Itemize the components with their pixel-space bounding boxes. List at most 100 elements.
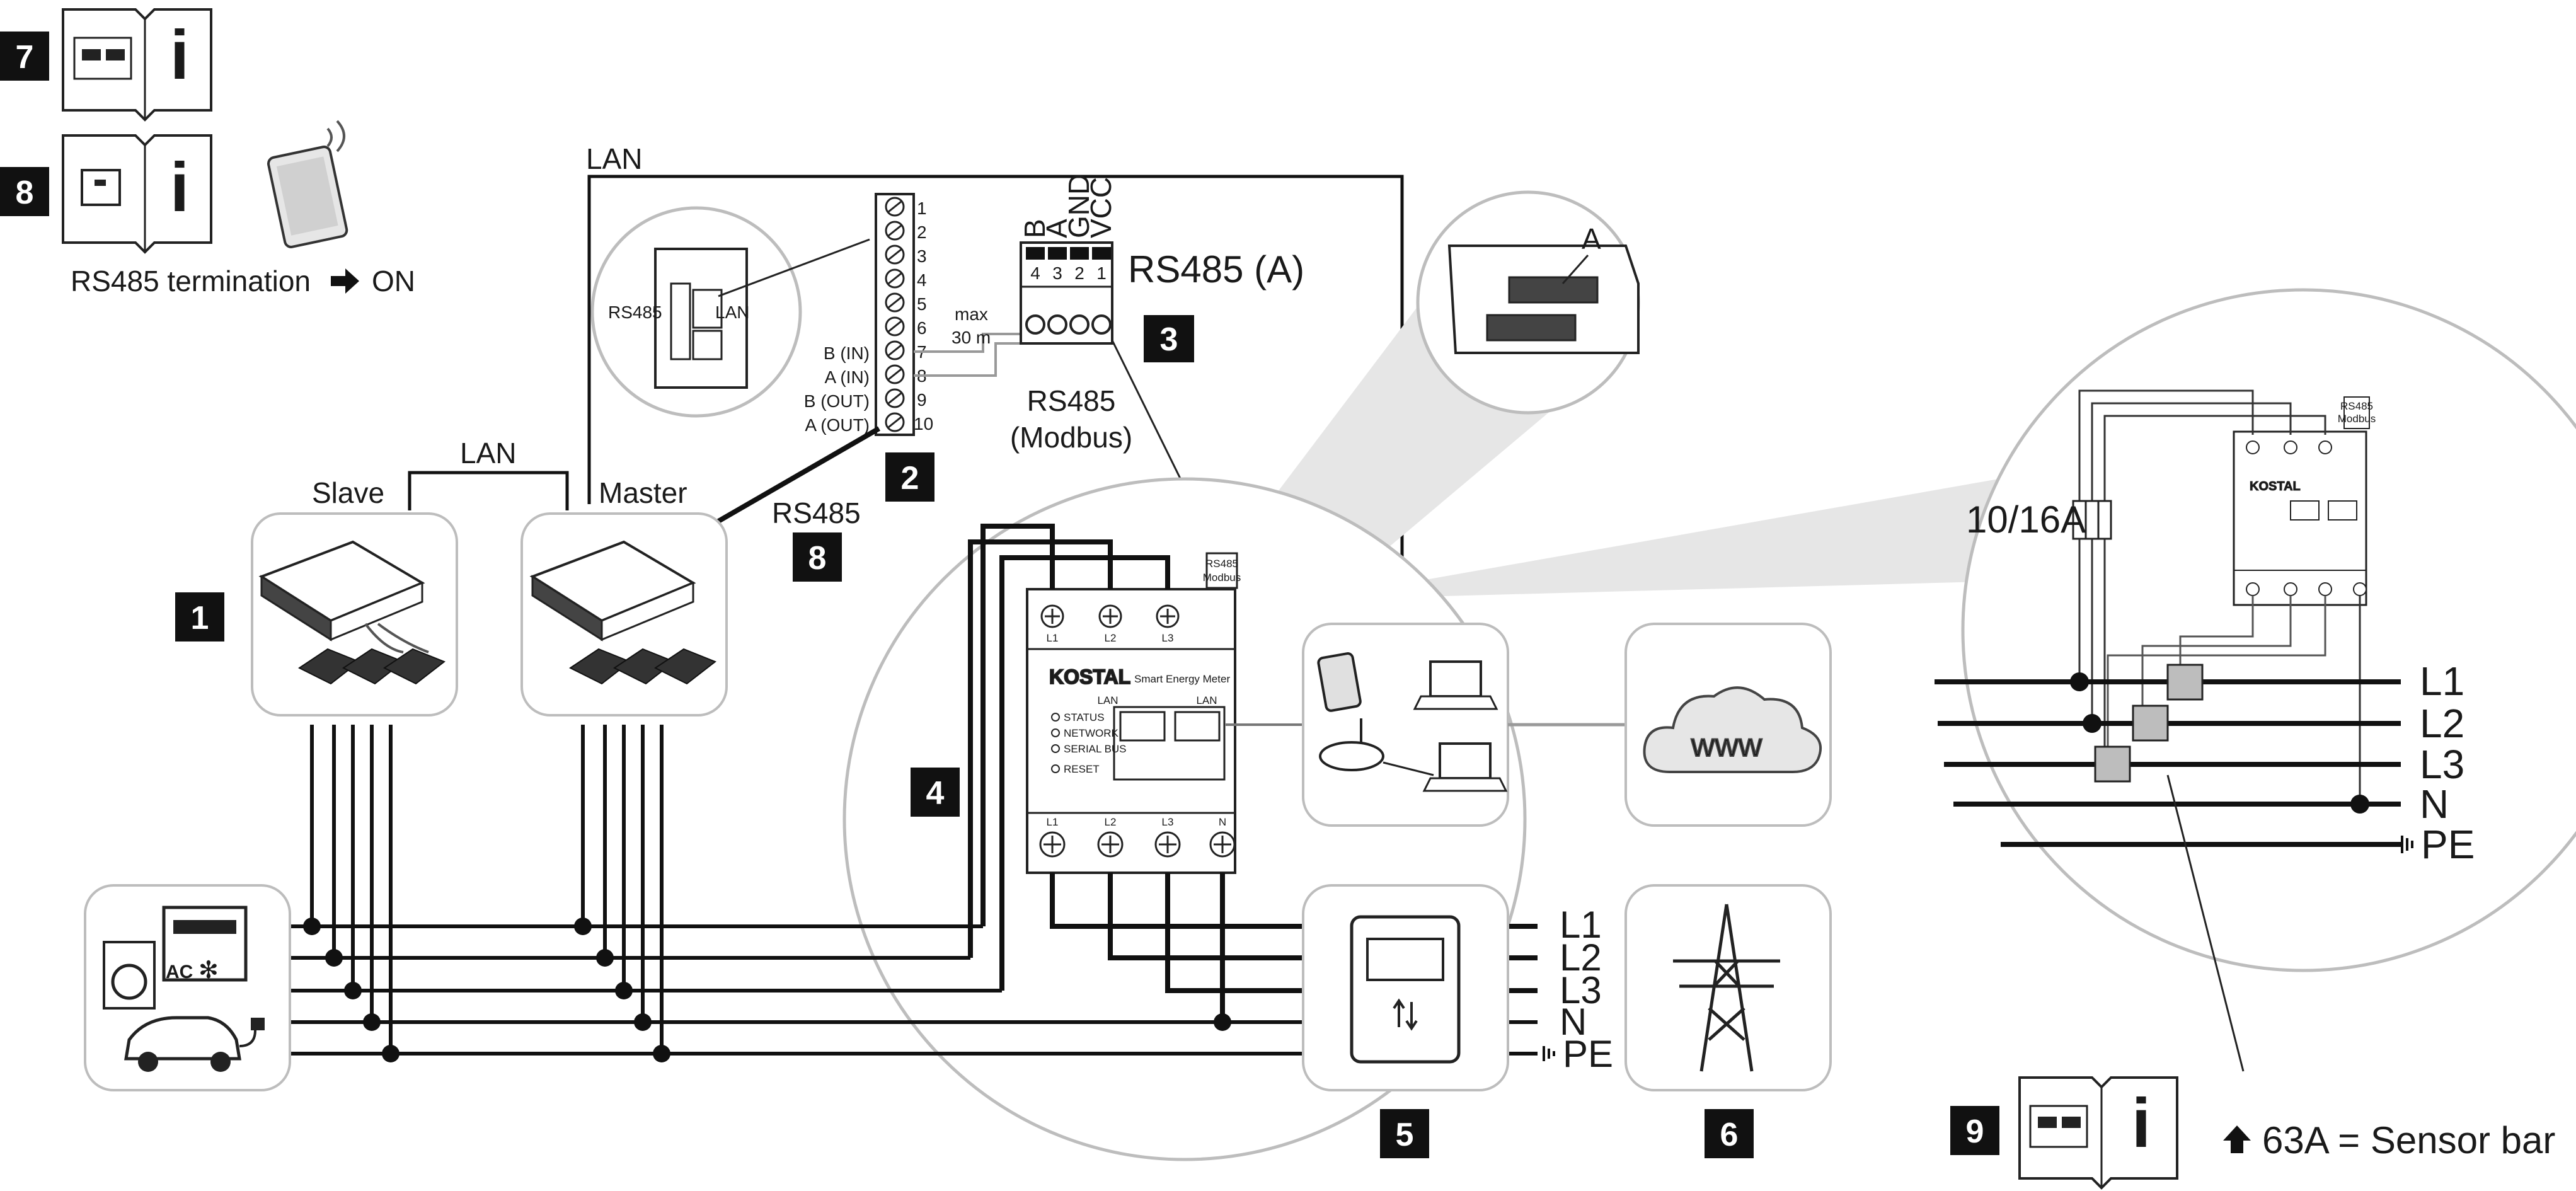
mini-modbus-tag: Modbus xyxy=(2338,413,2376,425)
terminal-screw-slot xyxy=(888,200,902,213)
grid-line-labels: L1 L2 L3 N PE xyxy=(1543,904,1613,1075)
grid-line-l1: L1 xyxy=(1560,904,1602,946)
meter-rs485-tag-2: Modbus xyxy=(1203,572,1241,584)
distance-label: 30 m xyxy=(952,328,991,347)
connector-pin-1: 1 xyxy=(1096,263,1107,283)
badge-6 xyxy=(1705,1109,1754,1158)
ground-icon xyxy=(1543,1046,1555,1061)
master-label: Master xyxy=(599,476,687,509)
badge-2 xyxy=(885,452,934,502)
slave-inverter-panel: Slave xyxy=(251,476,458,716)
meter-bottom-n: N xyxy=(1219,816,1226,828)
pin-label-a-in: A (IN) xyxy=(824,367,870,387)
current-transformer-l2 xyxy=(2132,705,2169,742)
signal-b: B xyxy=(1018,219,1051,238)
rs485-a-label: RS485 (A) xyxy=(1128,248,1304,291)
grid-line-pe: PE xyxy=(1563,1033,1613,1075)
terminal-screw-slot xyxy=(888,416,902,429)
terminal-screw-slot xyxy=(888,344,902,357)
badge-8-top xyxy=(0,167,49,216)
terminal-number: 1 xyxy=(917,198,927,218)
meter-top-l3: L3 xyxy=(1162,632,1174,644)
meter-lan-port-2 xyxy=(1174,711,1221,742)
manual-icon-7: i xyxy=(62,8,212,122)
terminal-number: 10 xyxy=(914,414,933,434)
wiring-detail-zoom: RS485 Modbus KOSTAL 10/16A xyxy=(1935,288,2576,1072)
badge-4-label: 4 xyxy=(926,775,945,812)
terminal-number: 4 xyxy=(917,270,927,290)
manual-icon-8: i xyxy=(62,134,212,254)
lan-small-label: LAN xyxy=(460,437,516,469)
meter-top-l1: L1 xyxy=(1047,632,1059,644)
info-glyph: i xyxy=(170,149,190,226)
badge-3 xyxy=(1144,315,1194,362)
rs485-connector: 4 3 2 1 B A GND VCC RS485 (A) 3 RS485 (M… xyxy=(1010,174,1304,558)
info-glyph: i xyxy=(2132,1085,2151,1162)
ac-label: AC xyxy=(166,962,193,982)
terminal-strip: 1 2 3 4 5 6 7 8 9 10 B (IN) A (IN) B (OU… xyxy=(804,193,1059,436)
meter-lan-1: LAN xyxy=(1097,694,1118,706)
cloud-icon xyxy=(1643,686,1822,773)
grid-line-l2: L2 xyxy=(1560,936,1602,979)
rs485-termination-text: RS485 termination xyxy=(71,265,311,297)
solar-panels-icon xyxy=(298,623,446,685)
led-reset: RESET xyxy=(1064,763,1100,775)
led-serial-bus: SERIAL BUS xyxy=(1064,743,1127,755)
connector-pin-4: 4 xyxy=(1030,263,1040,283)
meter-bottom-l2: L2 xyxy=(1105,816,1117,828)
terminal-number: 3 xyxy=(917,246,927,266)
transmission-tower-icon xyxy=(1673,904,1780,1072)
bidirectional-arrow-icon xyxy=(1393,998,1418,1031)
arrow-right-icon xyxy=(331,268,359,294)
pin-label-b-in: B (IN) xyxy=(824,343,870,363)
badge-8-mid xyxy=(793,532,842,582)
zoom-line-pe: PE xyxy=(2421,822,2475,867)
badge-7 xyxy=(0,32,49,81)
slave-label: Slave xyxy=(312,476,384,509)
washing-machine-icon xyxy=(103,941,156,1010)
network-panel xyxy=(1302,623,1509,827)
meter-rs485-tag xyxy=(1205,552,1238,589)
power-grid-panel xyxy=(1624,884,1832,1091)
termination-on-text: ON xyxy=(372,265,415,297)
signal-a: A xyxy=(1040,219,1073,238)
badge-2-label: 2 xyxy=(901,460,919,497)
badge-8-mid-label: 8 xyxy=(808,540,827,577)
measurement-point-zoom: A xyxy=(1416,190,1640,415)
ground-icon xyxy=(2401,836,2413,853)
meter-brand: KOSTAL xyxy=(1049,665,1130,688)
mini-meter-brand: KOSTAL xyxy=(2250,480,2301,493)
grid-line-l3: L3 xyxy=(1560,969,1602,1011)
rs485-wire xyxy=(714,426,880,526)
grid-line-n: N xyxy=(1560,1001,1587,1043)
terminal-number: 9 xyxy=(917,390,927,410)
legend-row-7: 7 i xyxy=(0,8,212,122)
current-transformer-l3 xyxy=(2094,745,2131,783)
www-label: www xyxy=(1691,727,1762,764)
legend-row-9: 9 i 63A = Sensor bar xyxy=(1950,1076,2555,1190)
zoom-line-l2: L2 xyxy=(2420,701,2464,746)
pin-label-b-out: B (OUT) xyxy=(804,391,870,411)
bus-junctions xyxy=(303,918,1231,1062)
led-status: STATUS xyxy=(1064,711,1105,723)
inverter-icon xyxy=(529,540,696,642)
router-icon xyxy=(1319,718,1384,771)
master-inverter-panel: Master xyxy=(520,476,728,716)
fuse-icon xyxy=(2084,500,2100,540)
badge-7-label: 7 xyxy=(16,39,34,76)
badge-1-label: 1 xyxy=(191,600,209,636)
max-label: max xyxy=(955,304,988,324)
terminal-screw-slot xyxy=(888,272,902,285)
badge-8-top-label: 8 xyxy=(16,175,34,211)
laptop-icon xyxy=(1413,660,1508,792)
meter-model: Smart Energy Meter xyxy=(1134,673,1230,685)
terminal-number: 6 xyxy=(917,318,927,338)
meter-bottom-l1: L1 xyxy=(1047,816,1059,828)
manual-icon-9 xyxy=(2018,1076,2178,1190)
signal-vcc: VCC xyxy=(1084,177,1117,238)
led-network: NETWORK xyxy=(1064,727,1119,739)
rs485-modbus-label: RS485 xyxy=(1027,384,1116,417)
arrow-up-icon xyxy=(2223,1125,2251,1153)
badge-4 xyxy=(911,768,960,817)
